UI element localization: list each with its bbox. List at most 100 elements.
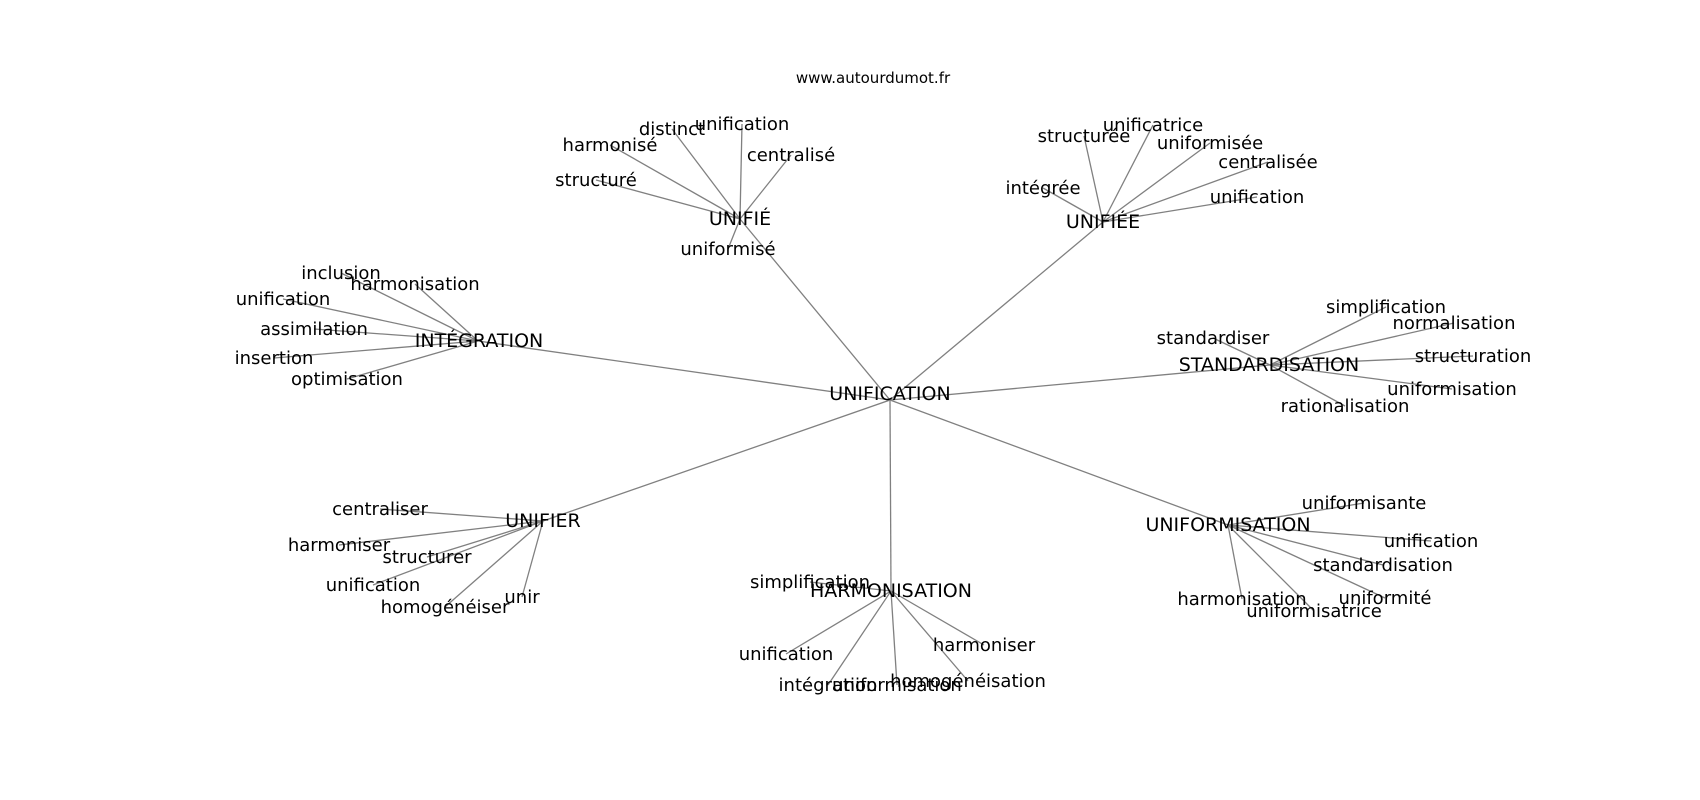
leaf-label-unifiee-3: centralisée (1218, 152, 1317, 173)
hub-label-unifie-m: UNIFIÉ (709, 207, 771, 230)
leaf-label-unifier-5: unir (504, 587, 540, 608)
leaf-label-unifie-m-0: unification (695, 114, 790, 135)
edge-uniformisation-3 (1227, 524, 1243, 600)
edge-unifie-m-1 (671, 128, 741, 220)
leaf-label-unifier-1: harmoniser (288, 535, 391, 556)
leaf-label-harmonisation-5: homogénéisation (890, 671, 1046, 692)
leaf-label-integration-0: inclusion (301, 263, 381, 284)
edge-uniformisation-2 (1227, 524, 1384, 566)
leaf-label-unifier-0: centraliser (332, 499, 428, 520)
edge-uniformisation-5 (1227, 524, 1315, 612)
leaf-label-uniformisation-2: standardisation (1313, 555, 1453, 576)
leaf-label-harmonisation-3: intégration (779, 675, 878, 696)
edge-harmonisation-2 (890, 590, 985, 646)
leaf-label-unifie-m-2: harmonisé (563, 135, 658, 156)
source-url-label: www.autourdumot.fr (796, 69, 951, 87)
leaf-label-integration-4: insertion (235, 348, 314, 369)
leaf-label-unifie-m-1: distinct (639, 119, 705, 140)
edge-integration-4 (273, 340, 479, 359)
edge-center-unifiee (889, 221, 1104, 401)
leaf-label-unifie-m-4: structuré (555, 170, 637, 191)
leaf-label-unifie-m-3: centralisé (747, 145, 835, 166)
leaf-label-harmonisation-0: simplification (750, 572, 870, 593)
edge-unifiee-4 (1042, 187, 1104, 223)
edge-unifiee-2 (1102, 142, 1211, 223)
edge-standardisation-0 (1269, 306, 1387, 366)
edge-unifier-2 (426, 520, 544, 558)
leaf-label-harmonisation-2: harmoniser (933, 635, 1036, 656)
edge-unifier-1 (338, 520, 544, 546)
leaf-label-uniformisation-4: uniformité (1339, 588, 1432, 609)
edge-harmonisation-0 (809, 581, 892, 592)
center-node-label: UNIFICATION (829, 383, 950, 405)
edge-unifiee-3 (1102, 161, 1269, 223)
edge-unifier-0 (379, 508, 544, 522)
leaf-label-standardisation-3: structuration (1415, 346, 1532, 367)
edge-harmonisation-5 (890, 590, 969, 682)
edge-standardisation-5 (1269, 364, 1346, 407)
leaf-label-unifiee-0: unificatrice (1103, 115, 1204, 136)
leaf-label-standardisation-5: rationalisation (1281, 396, 1410, 417)
leaf-label-uniformisation-3: harmonisation (1177, 589, 1306, 610)
edge-unifier-5 (521, 520, 544, 598)
leaf-label-standardisation-2: normalisation (1393, 313, 1516, 334)
graph-labels: www.autourdumot.fr UNIFICATION unificati… (235, 69, 1532, 696)
edge-center-uniformisation (889, 399, 1229, 526)
edge-unifiee-5 (1102, 196, 1258, 223)
leaf-label-harmonisation-1: unification (739, 644, 834, 665)
edge-unifie-m-2 (609, 144, 741, 220)
edge-integration-0 (340, 272, 479, 342)
edge-standardisation-3 (1269, 355, 1474, 366)
leaf-label-unifie-m-5: uniformisé (680, 239, 775, 260)
leaf-label-standardisation-0: simplification (1326, 297, 1446, 318)
edge-unifie-m-3 (739, 154, 792, 220)
leaf-label-unifiee-4: intégrée (1005, 178, 1080, 199)
leaf-label-standardisation-4: uniformisation (1387, 379, 1517, 400)
leaf-label-uniformisation-1: unification (1384, 531, 1479, 552)
edge-unifiee-1 (1083, 135, 1104, 223)
edge-uniformisation-1 (1227, 524, 1432, 542)
edge-uniformisation-4 (1227, 524, 1386, 599)
leaf-label-unifiee-1: structurée (1038, 126, 1131, 147)
edge-center-integration (477, 340, 891, 401)
edge-integration-3 (313, 328, 479, 342)
edge-standardisation-2 (1269, 322, 1455, 366)
leaf-label-unifier-3: unification (326, 575, 421, 596)
leaf-label-integration-5: optimisation (291, 369, 403, 390)
graph-edges (273, 123, 1474, 686)
edge-standardisation-1 (1212, 337, 1271, 366)
leaf-label-integration-3: assimilation (260, 319, 368, 340)
edge-integration-2 (282, 298, 479, 342)
edge-unifiee-0 (1102, 124, 1154, 223)
edge-center-harmonisation (889, 399, 892, 592)
edge-unifie-m-0 (739, 123, 743, 220)
edge-unifier-4 (444, 520, 544, 608)
hub-label-harmonisation: HARMONISATION (810, 580, 972, 602)
hub-label-unifiee: UNIFIÉE (1066, 210, 1140, 233)
leaf-label-uniformisation-0: uniformisante (1302, 493, 1427, 514)
edge-harmonisation-4 (890, 590, 898, 686)
edge-center-standardisation (889, 364, 1271, 401)
leaf-label-unifiee-2: uniformisée (1157, 133, 1263, 154)
leaf-label-unifier-2: structurer (382, 547, 472, 568)
edge-center-unifier (542, 399, 891, 522)
edge-harmonisation-1 (785, 590, 892, 655)
edge-unifie-m-4 (595, 179, 741, 220)
edge-harmonisation-3 (827, 590, 892, 686)
hub-label-integration: INTÉGRATION (415, 329, 543, 352)
edge-uniformisation-0 (1227, 502, 1365, 526)
edge-standardisation-4 (1269, 364, 1453, 390)
hub-label-standardisation: STANDARDISATION (1179, 354, 1359, 376)
leaf-label-integration-1: harmonisation (350, 274, 479, 295)
hub-label-unifier: UNIFIER (505, 510, 580, 532)
leaf-label-unifiee-5: unification (1210, 187, 1305, 208)
leaf-label-uniformisation-5: uniformisatrice (1246, 601, 1382, 622)
edge-integration-1 (414, 283, 479, 342)
edge-integration-5 (346, 340, 479, 380)
edge-center-unifie-m (739, 218, 891, 401)
leaf-label-unifier-4: homogénéiser (381, 597, 510, 618)
leaf-label-integration-2: unification (236, 289, 331, 310)
edge-unifie-m-5 (727, 218, 741, 250)
edge-unifier-3 (372, 520, 544, 586)
